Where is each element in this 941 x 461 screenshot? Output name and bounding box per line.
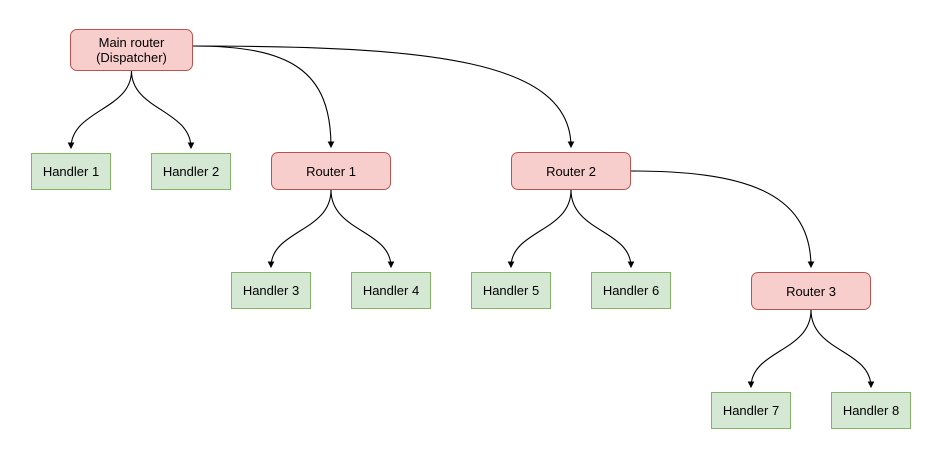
edge-router-3-to-handler-8	[810, 309, 875, 389]
node-label-handler-8: Handler 8	[842, 403, 900, 418]
edge-router-2-to-handler-5	[507, 189, 572, 269]
node-handler-2[interactable]: Handler 2	[151, 153, 231, 190]
node-label-handler-4: Handler 4	[362, 283, 420, 298]
node-label-router-2: Router 2	[546, 163, 596, 179]
node-router-1[interactable]: Router 1	[271, 152, 391, 190]
edge-main-to-handler-1	[67, 70, 133, 150]
node-label-handler-1: Handler 1	[42, 164, 100, 179]
edges-group	[67, 45, 875, 389]
node-handler-5[interactable]: Handler 5	[471, 272, 551, 309]
edge-router-2-to-handler-6	[570, 189, 635, 269]
edge-main-to-router-1	[192, 45, 335, 149]
node-label-router-3: Router 3	[786, 283, 836, 299]
node-label-handler-5: Handler 5	[482, 283, 540, 298]
node-router-3[interactable]: Router 3	[751, 272, 871, 310]
node-label-main-router: Main router (Dispatcher)	[96, 35, 167, 65]
node-router-2[interactable]: Router 2	[511, 152, 631, 190]
node-handler-7[interactable]: Handler 7	[711, 392, 791, 429]
node-handler-8[interactable]: Handler 8	[831, 392, 911, 429]
node-label-handler-7: Handler 7	[722, 403, 780, 418]
edge-router-1-to-handler-4	[330, 189, 395, 269]
node-handler-6[interactable]: Handler 6	[591, 272, 671, 309]
node-handler-4[interactable]: Handler 4	[351, 272, 431, 309]
edge-main-to-router-2	[192, 45, 575, 149]
node-main-router[interactable]: Main router (Dispatcher)	[70, 29, 193, 71]
node-label-handler-3: Handler 3	[242, 283, 300, 298]
node-handler-1[interactable]: Handler 1	[31, 153, 111, 190]
node-label-handler-6: Handler 6	[602, 283, 660, 298]
node-label-handler-2: Handler 2	[162, 164, 220, 179]
edge-router-2-to-router-3	[630, 170, 815, 269]
edge-router-1-to-handler-3	[267, 189, 332, 269]
edge-router-3-to-handler-7	[747, 309, 812, 389]
node-handler-3[interactable]: Handler 3	[231, 272, 311, 309]
node-label-router-1: Router 1	[306, 163, 356, 179]
edge-main-to-handler-2	[130, 70, 195, 150]
